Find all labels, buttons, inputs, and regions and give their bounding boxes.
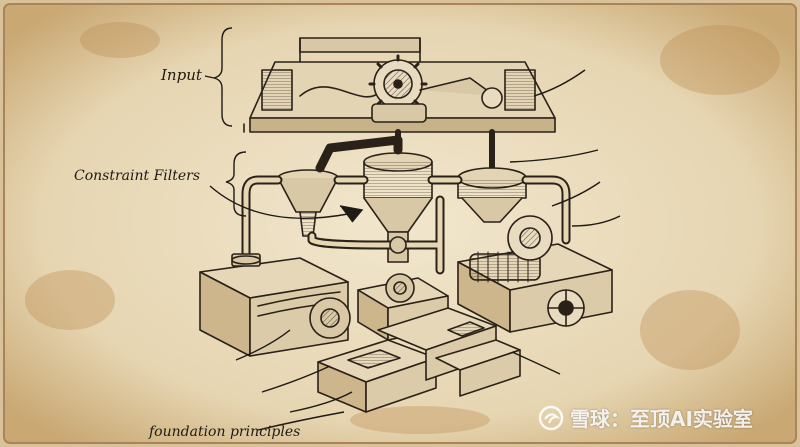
label-foundation-principles: foundation principles (149, 424, 301, 440)
input-hopper-frame (243, 37, 556, 133)
snowball-logo-icon (538, 405, 564, 430)
leader-foundation-2 (289, 391, 353, 413)
watermark-text: 雪球：至顶AI实验室 (570, 407, 753, 431)
leader-top-right (533, 69, 586, 97)
left-filter-funnel (277, 169, 339, 237)
leader-pipe-right (551, 181, 601, 207)
pipe-network-inner (243, 177, 569, 273)
paper-stains (25, 22, 780, 434)
leader-foundation-1 (261, 365, 331, 393)
right-press-machine (457, 215, 613, 333)
shaft-collar (371, 103, 427, 123)
watermark: 雪球：至顶AI实验室 (538, 403, 753, 432)
label-constraint-filters: Constraint Filters (74, 168, 201, 184)
left-gear (309, 297, 351, 339)
label-input: Input (161, 66, 202, 84)
constraint-bracket (225, 151, 247, 217)
leader-filter-right (509, 149, 599, 163)
leader-box-left (235, 329, 291, 361)
pipe-junction (389, 236, 407, 254)
leader-constraint (209, 185, 349, 219)
leader-machine-right (571, 215, 621, 227)
foundation-blocks (317, 307, 521, 413)
right-filter-drum (457, 167, 527, 223)
leader-foundation-right (511, 351, 561, 375)
annotation-leaders (204, 27, 621, 431)
leader-foundation-3 (257, 411, 345, 431)
